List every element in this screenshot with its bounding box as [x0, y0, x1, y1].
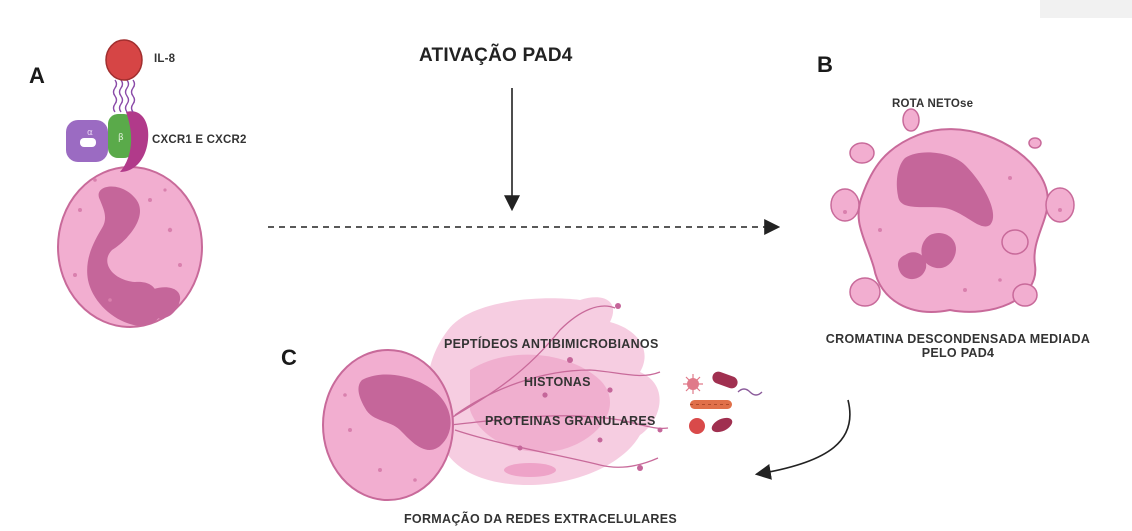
- panel-b-label: B: [817, 52, 833, 77]
- panel-a-label: A: [29, 63, 45, 88]
- net-cloud: [427, 297, 669, 486]
- chromatin-label: CROMATINA DESCONDENSADA MEDIADA PELO PAD…: [808, 332, 1108, 360]
- neutrophil-c: [322, 349, 454, 501]
- receptors-label: CXCR1 E CXCR2: [152, 134, 247, 146]
- neutrophil-a-nucleus: [87, 186, 161, 326]
- alpha-symbol: α: [87, 128, 93, 138]
- netosis-cell-b: [830, 108, 1075, 313]
- granular-proteins-label: PROTEINAS GRANULARES: [485, 414, 656, 428]
- receptor-complex: α β: [66, 79, 149, 172]
- beta-symbol: β: [118, 133, 124, 143]
- net-formation-label: FORMAÇÃO DA REDES EXTRACELULARES: [404, 512, 678, 526]
- il8-label: IL-8: [154, 53, 176, 65]
- netosis-nucleus: [896, 152, 994, 227]
- panel-c-label: C: [281, 345, 297, 370]
- histones-label: HISTONAS: [524, 375, 591, 389]
- neutrophil-c-nucleus: [358, 374, 451, 450]
- curved-arrow: [754, 399, 851, 480]
- pathogens: [683, 371, 763, 434]
- chromatin-label-line2: PELO PAD4: [921, 346, 995, 360]
- il8-ligand: [105, 39, 143, 81]
- chromatin-label-line1: CROMATINA DESCONDENSADA MEDIADA: [825, 332, 1091, 346]
- corner-patch: [1040, 0, 1132, 18]
- peptides-label: PEPTÍDEOS ANTIBIMICROBIANOS: [444, 337, 659, 351]
- netosis-route-label: ROTA NETOse: [892, 98, 974, 110]
- neutrophil-a: [57, 166, 203, 328]
- activation-title: ATIVAÇÃO PAD4: [419, 45, 573, 66]
